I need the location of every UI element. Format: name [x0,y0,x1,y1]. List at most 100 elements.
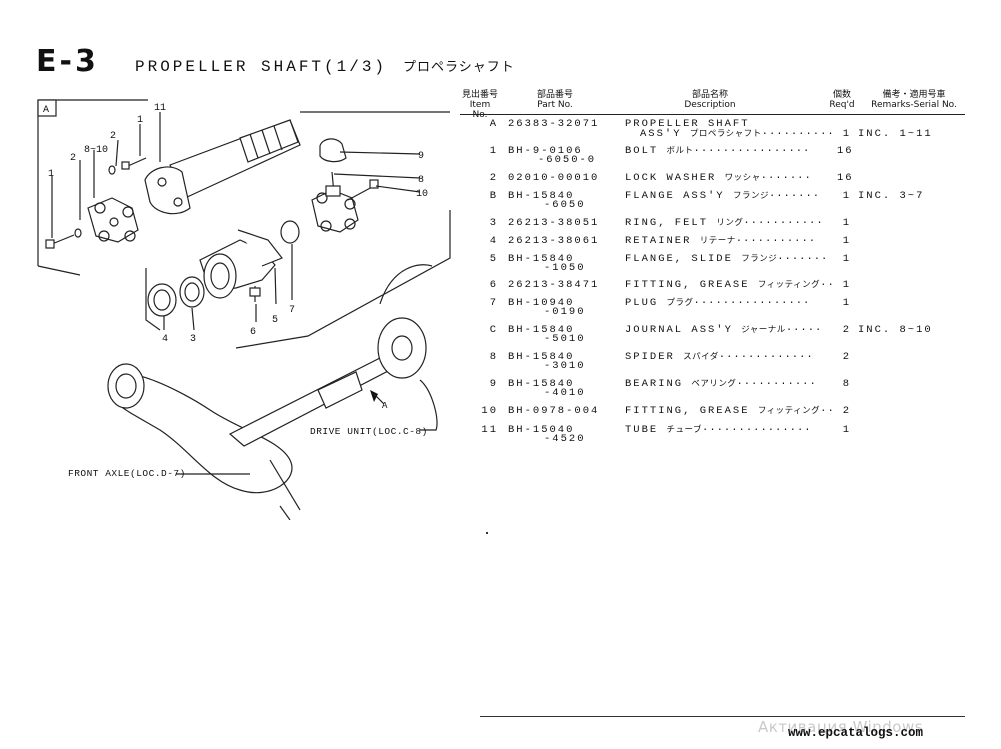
arrow-label: A [382,401,388,411]
description: FLANGE ASS'Y [625,190,725,202]
description-jp: フランジ [732,191,769,201]
front-axle-label: FRONT AXLE(LOC.D-7) [68,468,186,479]
part-no: BH-0978-004 [508,405,600,417]
item-no: 2 [489,172,498,184]
qty: 2 [842,324,851,336]
item-no: 6 [489,279,498,291]
callout-4: 4 [162,334,168,345]
callout-8-10: 8~10 [84,145,108,156]
description-jp: フィッティング [757,280,821,290]
description: JOURNAL ASS'Y [625,324,733,336]
os-watermark: Активация Windows [758,718,924,736]
page-title-jp: プロペラシャフト [403,60,515,75]
part-no-suffix: -1050 [544,262,586,274]
qty: 1 [842,128,851,140]
item-no: 8 [489,351,498,363]
qty: 1 [842,217,851,229]
part-no-suffix: -5010 [544,333,586,345]
remarks: INC. 1~11 [858,128,933,140]
callout-10: 10 [416,189,428,200]
qty: 16 [837,172,854,184]
qty: 1 [842,235,851,247]
part-no: 26213-38061 [508,235,600,247]
header-rule [460,114,965,115]
callout-5: 5 [272,315,278,326]
callout-8: 8 [418,175,424,186]
item-no: 5 [489,253,498,265]
part-no-suffix: -6050 [544,199,586,211]
qty: 1 [842,424,851,436]
item-no: 4 [489,235,498,247]
description-jp: プロペラシャフト [689,129,762,139]
item-no: 9 [489,378,498,390]
view-label: A [43,105,49,116]
description-jp: スパイダ [683,352,719,362]
part-no-suffix: -6050-0 [538,154,597,166]
description: FLANGE, SLIDE [625,253,733,265]
part-no: 02010-00010 [508,172,600,184]
footer-rule [480,716,965,717]
description-jp: リテーナ [699,236,736,246]
description: PLUG [625,297,659,309]
callout-9: 9 [418,151,424,162]
description-jp: ジャーナル [741,325,786,335]
description-jp: ワッシャ [724,173,761,183]
description-jp: フィッティング [757,406,821,416]
journal-left [87,197,139,243]
description: PROPELLER SHAFT [625,118,750,130]
description: BOLT [625,145,659,157]
callout-11: 11 [154,103,166,114]
part-no: BH-15040 [508,424,575,436]
description: TUBE [625,424,659,436]
qty: 8 [842,378,851,390]
callout-2-top: 2 [110,131,116,142]
part-no: BH-15840 [508,253,575,265]
item-no: 3 [489,217,498,229]
parts-diagram: A 11 1 2 8~10 2 1 9 8 10 7 5 6 4 3 A DRI… [37,99,451,520]
drive-unit-label: DRIVE UNIT(LOC.C-8) [310,426,428,437]
description-jp: ボルト [666,146,694,156]
part-no: 26213-38471 [508,279,600,291]
part-no: 26213-38051 [508,217,600,229]
description-jp: フランジ [741,254,778,264]
description: FITTING, GREASE [625,405,750,417]
website-link[interactable]: www.epcatalogs.com [788,726,924,740]
part-no: BH-15840 [508,324,575,336]
part-no: BH-9-0106 [508,145,583,157]
callout-3: 3 [190,334,196,345]
description: SPIDER [625,351,675,363]
description: BEARING [625,378,684,390]
callout-1-top: 1 [137,115,143,126]
page-title-en: PROPELLER SHAFT(1/3) [135,58,388,76]
front-axle-shape [107,372,293,494]
description-jp: プラグ [666,298,694,308]
qty: 2 [842,405,851,417]
remarks: INC. 3~7 [858,190,925,202]
item-no: 7 [489,297,498,309]
item-no: C [489,324,498,336]
description-jp: チューブ [666,425,703,435]
remarks: INC. 8~10 [858,324,933,336]
item-no: 1 [489,145,498,157]
qty: 2 [842,351,851,363]
part-no: BH-15840 [508,378,575,390]
description-line2: ASS'Y [640,128,682,140]
part-no-suffix: -4010 [544,387,586,399]
description-jp: ベアリング [691,379,737,389]
qty: 16 [837,145,854,157]
item-no: B [489,190,498,202]
description: RETAINER [625,235,692,247]
callout-1-left: 1 [48,169,54,180]
item-no: 11 [481,424,498,436]
qty: 1 [842,279,851,291]
item-no: A [489,118,498,130]
stray-mark [486,532,488,534]
callout-2-left: 2 [70,153,76,164]
description: LOCK WASHER [625,172,717,184]
page-title: PROPELLER SHAFT(1/3) プロペラシャフト [135,56,515,76]
part-no: BH-15840 [508,351,575,363]
